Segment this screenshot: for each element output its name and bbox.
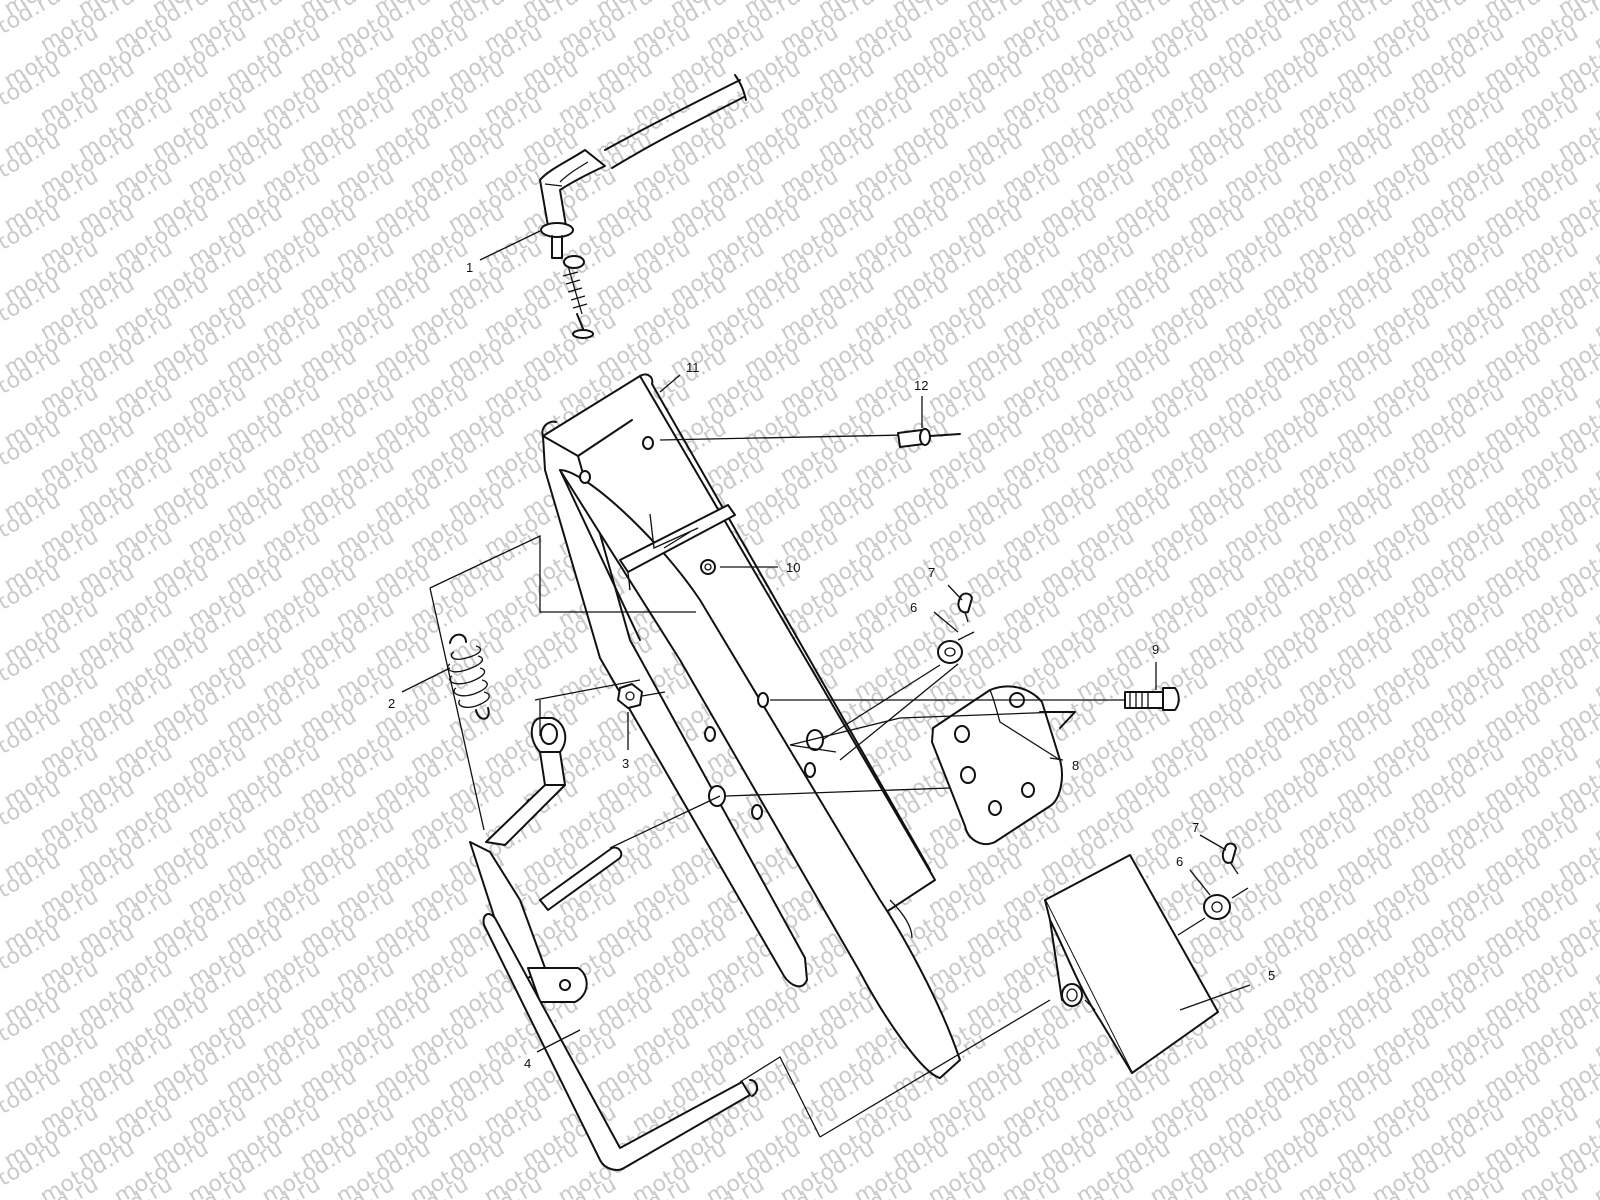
- callout-12: 12: [914, 378, 928, 393]
- grouping-lines: [429, 534, 1251, 1138]
- callout-3: 3: [622, 756, 629, 771]
- callout-10: 10: [786, 560, 800, 575]
- callout-7b: 7: [1192, 820, 1199, 835]
- callout-6a: 6: [910, 600, 917, 615]
- callout-5: 5: [1268, 968, 1275, 983]
- callout-9: 9: [1152, 642, 1159, 657]
- callout-7a: 7: [928, 565, 935, 580]
- part-cable: [539, 74, 747, 339]
- callout-6b: 6: [1176, 854, 1183, 869]
- part-pin-12: [659, 428, 961, 448]
- part-cotter-7b: [1221, 842, 1239, 875]
- part-bolt: [770, 687, 1180, 711]
- part-nut-10: [700, 559, 716, 575]
- callout-1: 1: [466, 260, 473, 275]
- callout-labels: 1 2 3 4 5 6 6 7 7 8 9 10 11 12: [388, 260, 1275, 1071]
- part-pedal-pad: [1044, 854, 1219, 1074]
- part-lever: [469, 717, 758, 1171]
- part-bracket: [541, 373, 961, 1079]
- callout-leaders: [401, 230, 1227, 1053]
- part-washer-6b: [1177, 887, 1249, 936]
- part-nut-3: [617, 683, 666, 709]
- part-cotter-7a: [957, 592, 973, 623]
- callout-8: 8: [1072, 758, 1079, 773]
- callout-11: 11: [686, 360, 700, 375]
- callout-4: 4: [524, 1056, 531, 1071]
- callout-2: 2: [388, 696, 395, 711]
- part-spring: [447, 633, 490, 720]
- part-washer-6a: [821, 631, 975, 761]
- part-block: [789, 685, 1076, 845]
